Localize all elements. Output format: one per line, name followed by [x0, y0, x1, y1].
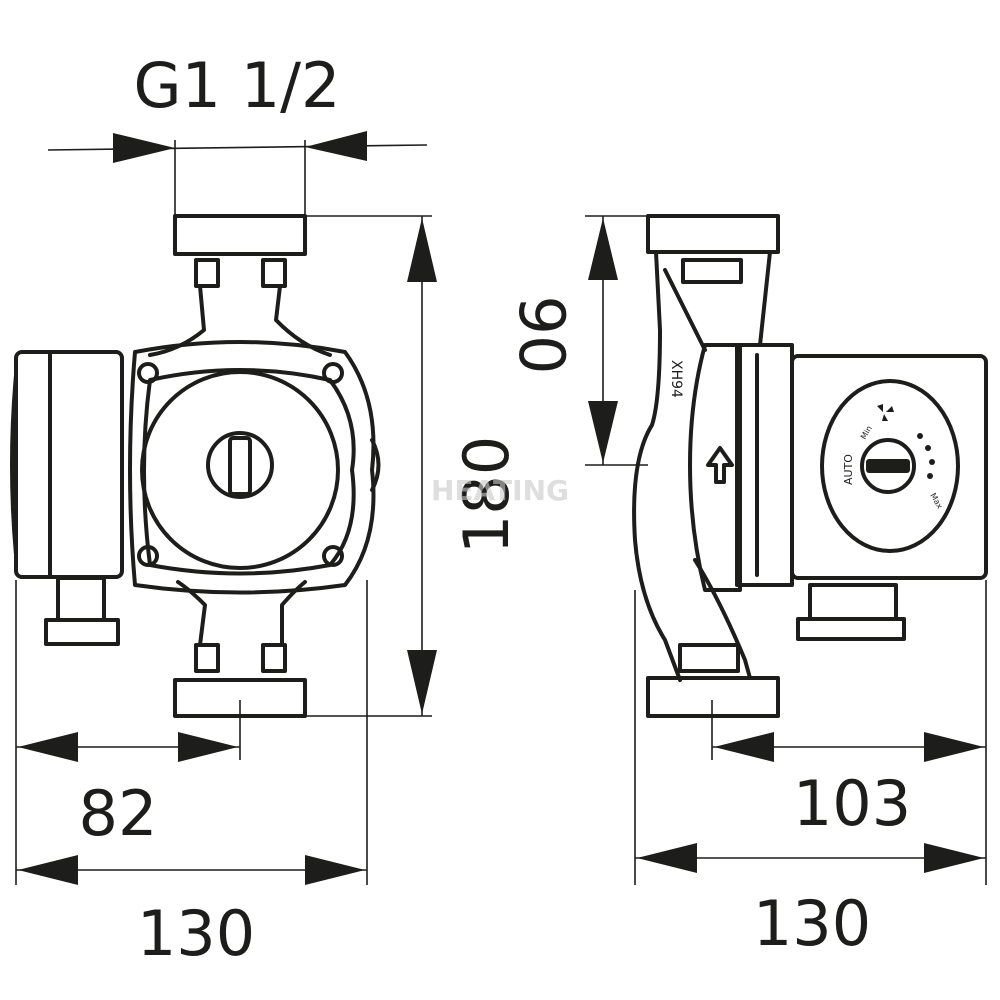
side-control-panel: [820, 379, 960, 553]
arrow-103-right: [924, 732, 984, 762]
arrow-130f-left: [18, 855, 78, 885]
side-body-left-contour: [632, 250, 682, 682]
arrow-130f-right: [305, 855, 365, 885]
front-bottom-nut-left: [194, 643, 220, 673]
speed-selector-knob: [860, 438, 916, 494]
dim-width-side: 130: [753, 887, 871, 960]
arrow-130s-right: [924, 843, 984, 873]
arrow-103-left: [714, 732, 774, 762]
speed-selector-indicator: [866, 459, 910, 473]
side-control-box: [790, 354, 988, 580]
front-motor-edge: [10, 373, 18, 557]
front-body-bulge: [370, 438, 381, 492]
front-dimensions: G1 1/2 180 82 130: [15, 49, 523, 970]
arrow-up-icon: [706, 446, 734, 484]
max-label: Max: [928, 492, 944, 511]
dim-height-total: 180: [450, 436, 523, 554]
side-view: XH94 AUTO Min Max: [632, 214, 988, 718]
fan-icon: [877, 404, 894, 421]
front-top-nut-right: [261, 258, 287, 288]
front-neck-top-right: [274, 284, 332, 357]
arrow-82-left: [18, 732, 78, 762]
dim-width-front: 130: [137, 897, 255, 970]
front-terminal-box: [56, 576, 106, 622]
front-neck-bottom-right: [280, 580, 307, 647]
front-pump-body: [128, 340, 376, 595]
front-screw-top-left: [137, 362, 159, 384]
side-bottom-flange: [646, 676, 780, 718]
side-top-nut: [681, 258, 743, 284]
front-screw-top-right: [322, 362, 344, 384]
front-cable-gland: [44, 618, 120, 646]
min-label: Min: [859, 424, 874, 441]
side-body-right-contour: [758, 250, 772, 347]
front-impeller-ring: [140, 370, 340, 570]
dim-connection-label: G1 1/2: [134, 49, 341, 122]
arrow-130s-left: [637, 843, 697, 873]
arrow-90-top: [588, 218, 618, 280]
front-screw-bottom-right: [322, 545, 344, 567]
front-vent-slot: [228, 436, 252, 496]
front-pump-chamber: [142, 368, 356, 576]
front-bottom-nut-right: [261, 643, 287, 673]
side-model-label: XH94: [668, 360, 684, 398]
side-pump-head: [688, 343, 742, 592]
arrow-82-right: [178, 732, 238, 762]
front-top-nut-left: [194, 258, 220, 288]
arrow-g-right: [305, 131, 367, 161]
arrow-90-bottom: [588, 401, 618, 463]
dim-depth-front: 82: [79, 777, 158, 850]
dim-depth-side: 103: [793, 767, 911, 840]
front-neck-bottom-left: [176, 580, 207, 647]
front-view: [10, 214, 381, 718]
side-bottom-nut: [678, 643, 740, 673]
arrow-180-bottom: [407, 650, 437, 714]
arrow-g-left: [113, 133, 175, 163]
front-top-flange: [173, 214, 307, 256]
front-vent-plug: [206, 431, 274, 499]
side-terminal-box: [808, 583, 898, 621]
front-motor-housing: [14, 350, 124, 579]
arrow-180-top: [407, 218, 437, 282]
front-screw-bottom-left: [137, 545, 159, 567]
dim-height-motor: 90: [505, 296, 578, 375]
watermark: HEATING: [431, 474, 569, 507]
side-top-flange: [646, 214, 780, 254]
side-motor-flange: [735, 343, 794, 587]
auto-label: AUTO: [842, 454, 855, 485]
side-inner-top: [663, 268, 707, 352]
side-cable-gland: [796, 617, 906, 641]
side-dimensions: 90 103 130: [505, 215, 987, 960]
